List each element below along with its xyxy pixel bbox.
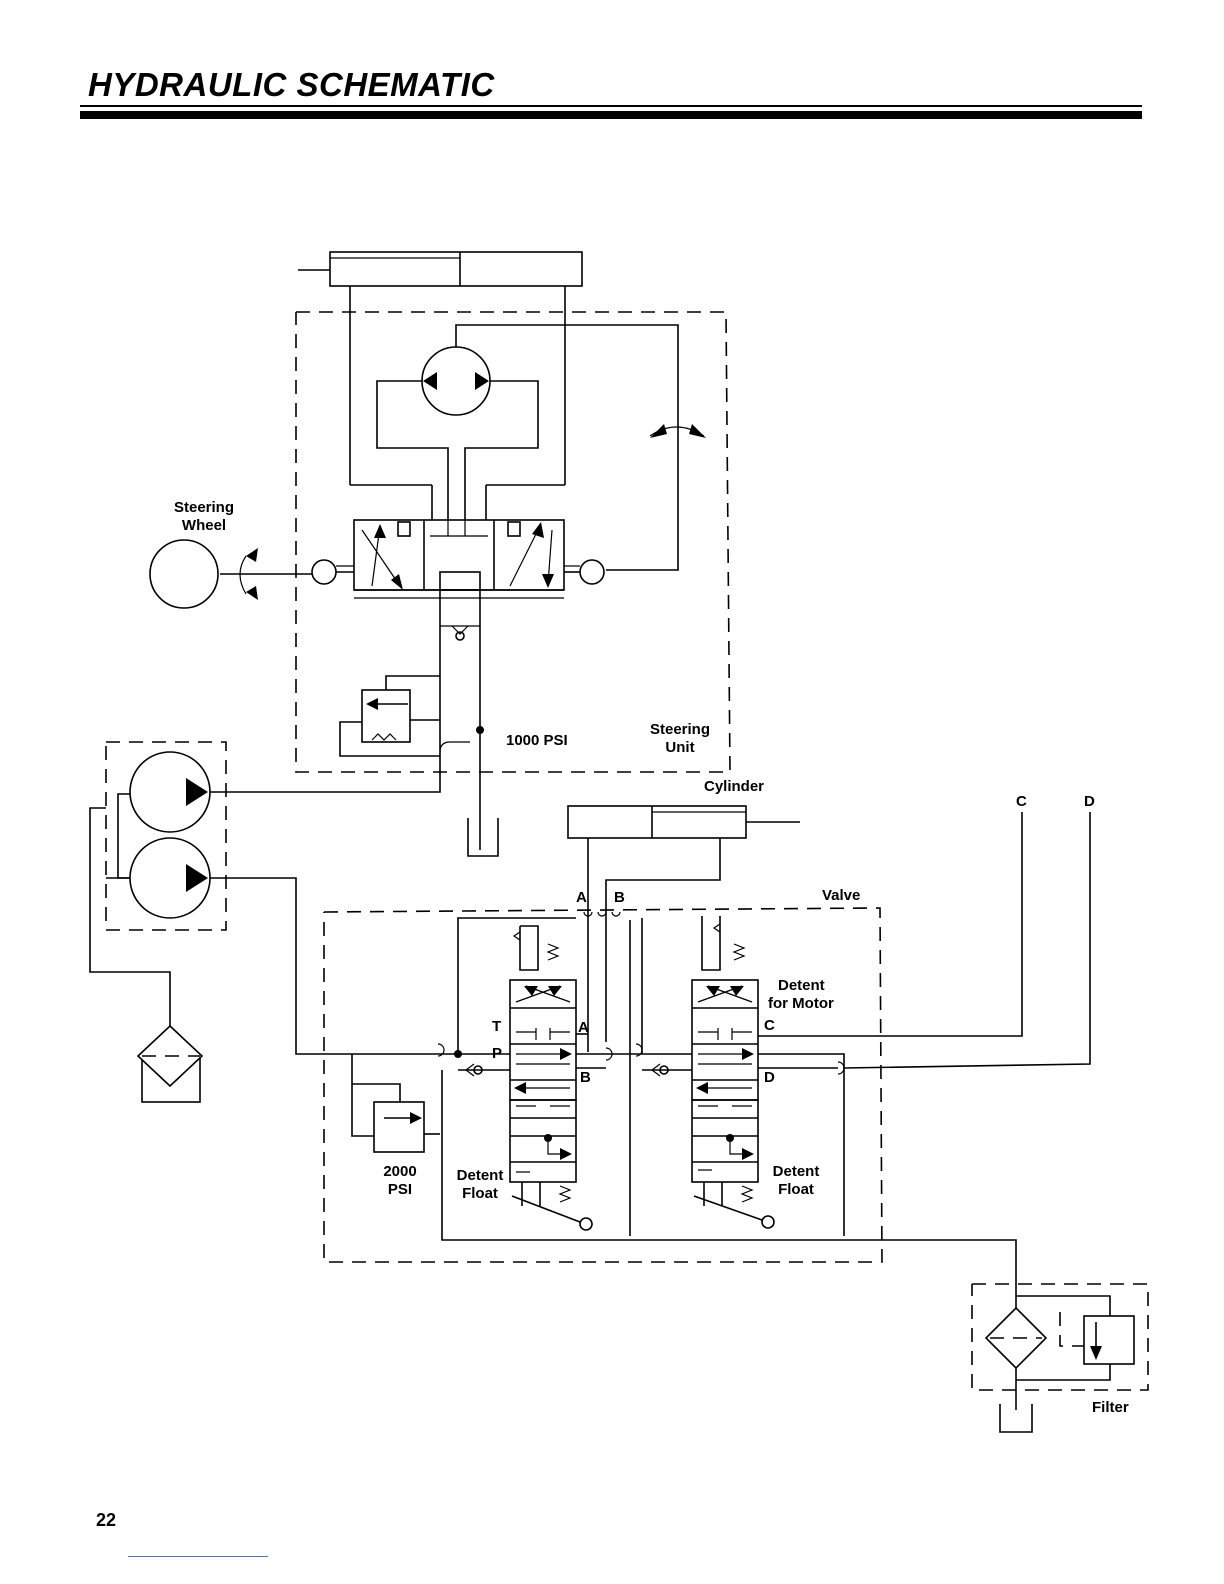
label-detent-motor-1: Detent (778, 977, 825, 994)
control-valve-boundary (324, 908, 882, 1262)
label-spool-c: C (764, 1017, 775, 1034)
label-detent-motor-2: for Motor (768, 995, 834, 1012)
pump-group (90, 742, 440, 1054)
label-cylinder: Cylinder (704, 778, 764, 795)
label-filter: Filter (1092, 1399, 1129, 1416)
steering-cylinder (298, 252, 582, 520)
relief-valve-1000 (340, 676, 470, 756)
label-detent-float-left-1: Detent (457, 1167, 504, 1184)
tank-steering (468, 818, 498, 856)
steering-control-valve (220, 520, 604, 850)
label-detent-float-left-2: Float (462, 1185, 498, 1202)
label-spool-t: T (492, 1018, 501, 1035)
page-number: 22 (96, 1510, 116, 1531)
label-steering-wheel-1: Steering (174, 499, 234, 516)
cylinder (568, 806, 800, 1052)
relief-valve-2000 (352, 1054, 440, 1152)
label-spool-b: B (580, 1069, 591, 1086)
label-detent-float-right-1: Detent (773, 1163, 820, 1180)
label-steering-unit-1: Steering (650, 721, 710, 738)
footer-line (128, 1556, 268, 1557)
label-spool-d: D (764, 1069, 775, 1086)
label-spool-a: A (578, 1019, 589, 1036)
label-steering-unit-2: Unit (665, 739, 694, 756)
label-port-d: D (1084, 793, 1095, 810)
label-port-b: B (614, 889, 625, 906)
label-1000-psi: 1000 PSI (506, 732, 568, 749)
right-spool (692, 916, 774, 1228)
label-port-a: A (576, 889, 587, 906)
label-2000-psi-2: PSI (388, 1181, 412, 1198)
label-detent-float-right-2: Float (778, 1181, 814, 1198)
label-2000-psi-1: 2000 (383, 1163, 416, 1180)
suction-strainer (138, 1026, 202, 1102)
label-spool-p: P (492, 1045, 502, 1062)
label-port-c: C (1016, 793, 1027, 810)
label-steering-wheel-2: Wheel (182, 517, 226, 534)
label-valve: Valve (822, 887, 860, 904)
